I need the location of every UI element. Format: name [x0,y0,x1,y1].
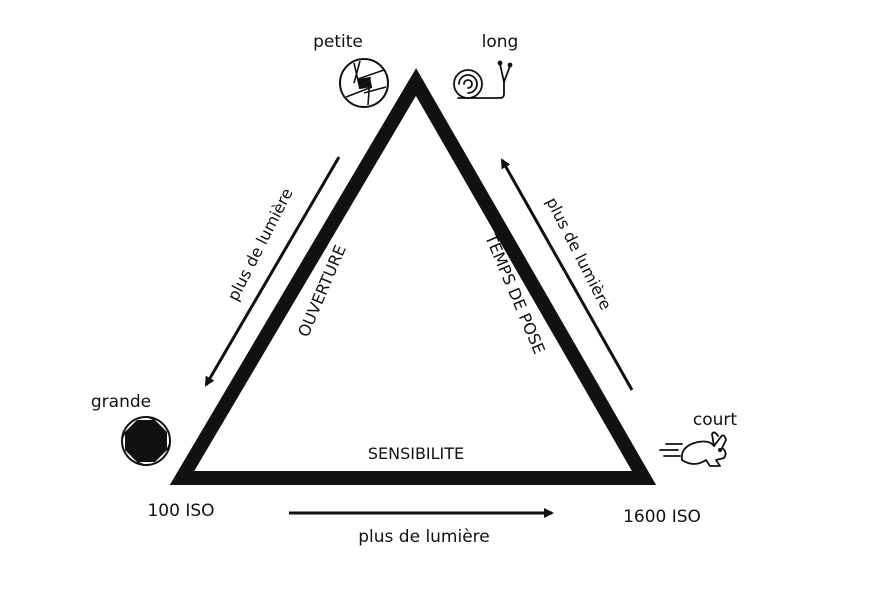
short-exposure-label: court [693,410,738,430]
rabbit-icon [659,431,727,467]
left-arrow [204,156,341,387]
sensitivity-axis-label: SENSIBILITE [368,444,464,463]
aperture-small-icon [339,58,389,108]
low-iso-label: 100 ISO [147,501,214,521]
long-exposure-label: long [482,32,519,52]
snail-icon [453,60,513,99]
bottom-arrow-label: plus de lumière [358,527,490,547]
left-arrow-label: plus de lumière [224,185,297,304]
aperture-large-icon [121,416,171,466]
exposure-triangle [169,68,657,485]
high-iso-label: 1600 ISO [623,507,701,527]
large-aperture-label: grande [91,392,151,412]
small-aperture-label: petite [313,32,363,52]
right-arrow [500,158,634,391]
aperture-axis-label: OUVERTURE [294,242,350,340]
